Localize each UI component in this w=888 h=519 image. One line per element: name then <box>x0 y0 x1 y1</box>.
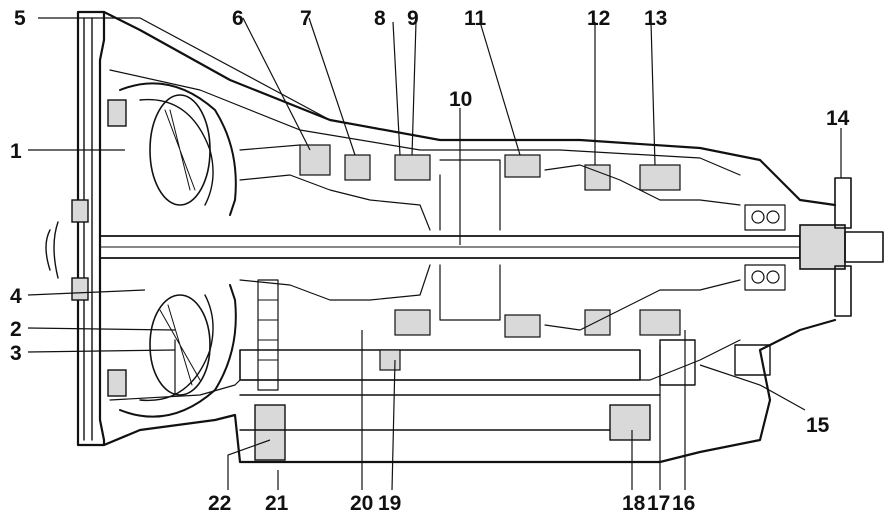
clutch-packs-lower <box>239 264 786 338</box>
callout-5: 5 <box>14 7 26 30</box>
callout-12: 12 <box>587 7 610 30</box>
callout-1: 1 <box>10 140 22 163</box>
callout-18: 18 <box>622 492 646 515</box>
leader-lines <box>27 17 842 491</box>
callout-8: 8 <box>374 7 386 30</box>
clutch-packs-upper <box>239 144 786 231</box>
callout-6: 6 <box>232 7 244 30</box>
callout-2: 2 <box>10 318 22 341</box>
callout-20: 20 <box>350 492 373 515</box>
callout-4: 4 <box>10 285 22 308</box>
main-shaft <box>99 177 884 317</box>
callout-11: 11 <box>464 7 487 30</box>
transmission-housing <box>45 10 837 464</box>
callout-15: 15 <box>806 414 830 437</box>
callout-21: 21 <box>265 492 289 515</box>
torque-converter <box>119 82 237 418</box>
callout-13: 13 <box>644 7 667 30</box>
oil-pan-valve-body <box>239 279 771 461</box>
callout-22: 22 <box>208 492 231 515</box>
callout-3: 3 <box>10 342 22 365</box>
callout-16: 16 <box>672 492 695 515</box>
callout-labels: 5 6 7 8 9 11 12 13 10 14 1 4 2 3 15 22 2… <box>10 7 850 515</box>
callout-19: 19 <box>378 492 401 515</box>
callout-14: 14 <box>826 107 850 130</box>
callout-10: 10 <box>449 88 472 111</box>
callout-17: 17 <box>647 492 670 515</box>
callout-7: 7 <box>300 7 312 30</box>
callout-9: 9 <box>407 7 419 30</box>
